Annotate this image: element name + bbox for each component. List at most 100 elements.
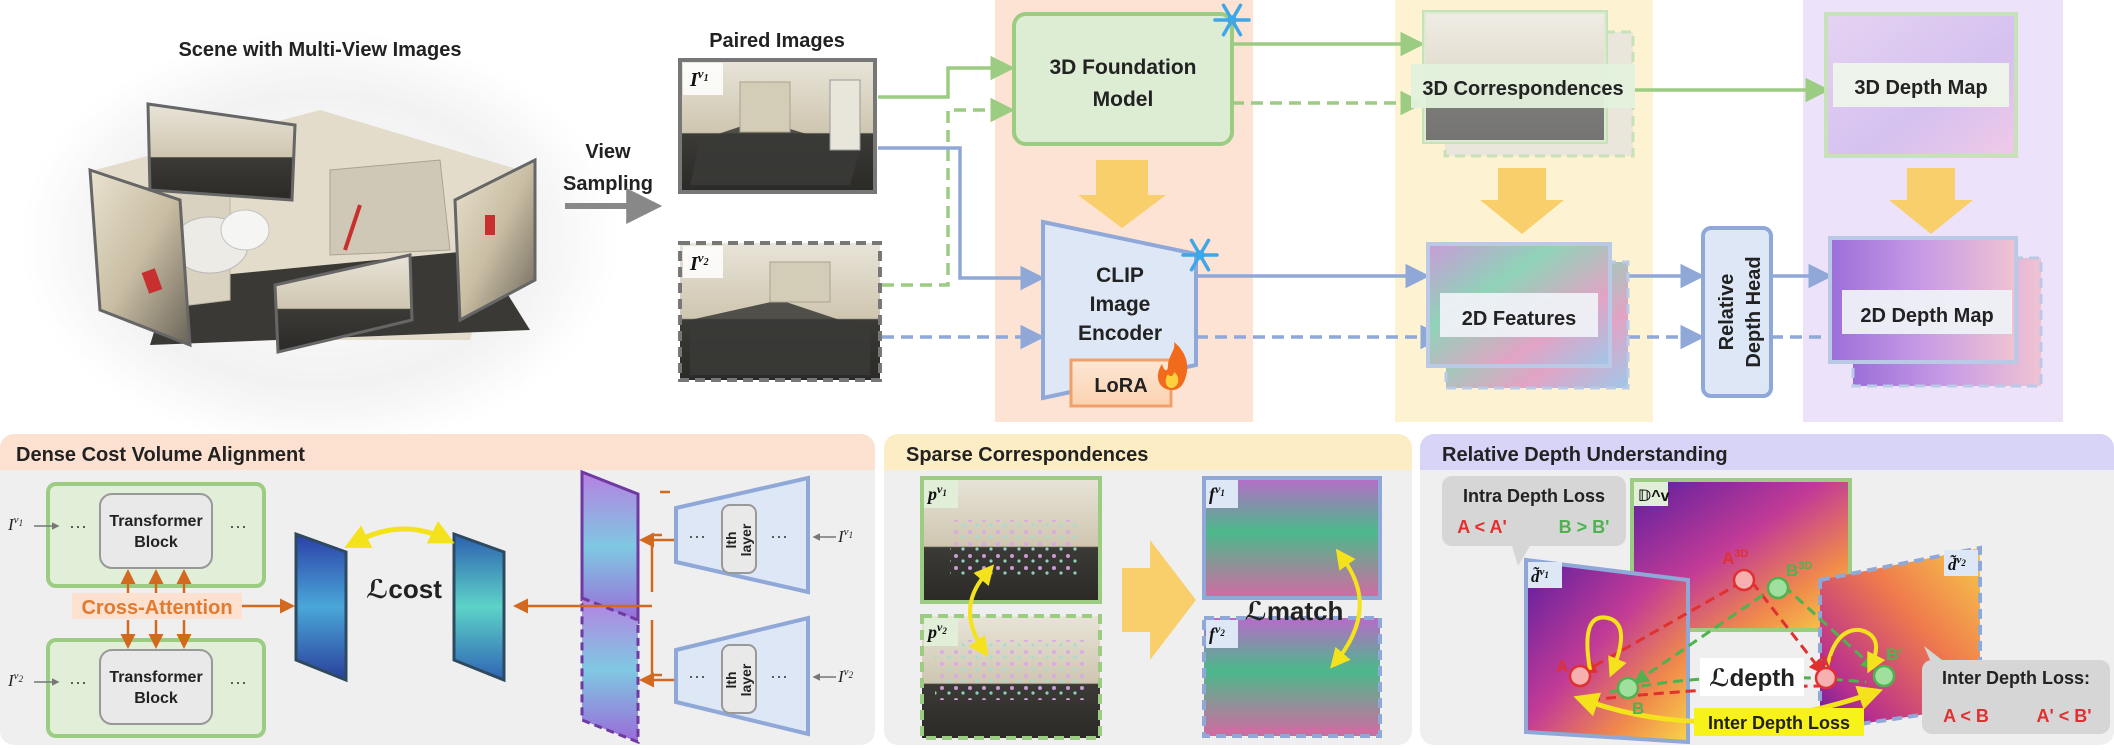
depth2d-label-bg: [1842, 290, 2012, 334]
transformer-block-bottom: [99, 649, 213, 725]
head-line-1: Relative: [1716, 274, 1738, 351]
transformer-block-top: [99, 493, 213, 569]
arrow-corr-down: [1480, 168, 1564, 234]
ellipsis-3: ···: [69, 672, 87, 692]
sparse-points-arrow: [968, 564, 995, 657]
intra-rule-b: B > B': [1559, 517, 1610, 537]
foundation-line-1: 3D Foundation: [1050, 56, 1197, 79]
panel-relative-depth: Relative Depth Understanding 𝔻^v d̃v1 d̃…: [1420, 434, 2114, 745]
inter-depth-loss-tag: [1694, 708, 1864, 736]
inter-rule-a: A < B: [1943, 706, 1989, 726]
supervision-arrows: [1078, 160, 1973, 234]
ellipsis-2: ···: [229, 516, 247, 536]
depth-map-3d: 3D Depth Map: [1824, 12, 2018, 158]
scene-view-top: [146, 102, 297, 202]
view-sampling-line-1: View: [585, 141, 631, 163]
panel-sparse-correspondences: Sparse Correspondences pv1 pv2 fv1 fv2 ℒ…: [884, 434, 1412, 745]
match-loss-label: ℒmatch: [1245, 596, 1344, 626]
intra-arrow-v1: [1585, 615, 1627, 678]
features-2d-label: 2D Features: [1462, 308, 1577, 330]
ellipsis-6: ···: [770, 526, 788, 546]
clip-line-3: Encoder: [1078, 322, 1162, 345]
foundation-line-2: Model: [1093, 88, 1154, 111]
view-sampling-line-2: Sampling: [563, 173, 653, 195]
top-flow-arrows: [878, 31, 1855, 350]
lora-label: LoRA: [1094, 375, 1147, 397]
lth-layer-bottom: [721, 644, 757, 714]
panel-relative-title: Relative Depth Understanding: [1442, 444, 1728, 466]
depth3d-label-bg: [1833, 63, 2009, 107]
cost-volume-right: [452, 531, 506, 683]
a-prime-label: A': [1818, 653, 1834, 672]
relative-depth-head-box: [1701, 226, 1773, 398]
scene-view-bottom: [273, 253, 414, 354]
cost-volume-left: [294, 531, 348, 683]
scene-title: Scene with Multi-View Images: [178, 39, 461, 61]
depth-map-3d-label: 3D Depth Map: [1854, 77, 1987, 99]
ellipsis-8: ···: [770, 666, 788, 686]
ellipsis-7: ···: [688, 666, 706, 686]
intra-loss-title: Intra Depth Loss: [1463, 486, 1605, 506]
fire-icon: [1157, 342, 1188, 390]
scene-view-right: [453, 157, 537, 323]
arrow-iv1-to-clip: [878, 146, 1045, 291]
lth-layer-top: [721, 504, 757, 574]
features-label-bg: [1440, 293, 1598, 337]
cost-loss-label: ℒcost: [366, 574, 442, 604]
snowflake-icon: [1213, 3, 1251, 37]
inter-rule-b: A' < B': [2036, 706, 2091, 726]
inter-loss-callout: [1922, 646, 2110, 734]
arrow-foundation-down: [1078, 160, 1166, 228]
b-label: B: [1632, 699, 1644, 718]
point-a-prime: [1814, 666, 1838, 690]
paired-image-v2: Iv2: [678, 241, 882, 382]
depth-map-2d-stack: 2D Depth Map: [1828, 236, 2043, 388]
point-a3d: [1732, 568, 1756, 592]
clip-line-2: Image: [1090, 293, 1151, 316]
depth-loss-label: ℒdepth: [1709, 665, 1795, 692]
clip-line-1: CLIP: [1096, 264, 1144, 287]
lth-layer-top-label: lthlayer: [723, 523, 754, 556]
inter-depth-loss-label: Inter Depth Loss: [1708, 713, 1850, 733]
cross-attention-label: Cross-Attention: [81, 597, 232, 619]
correspondences-3d-stack: 3D Correspondences: [1411, 10, 1635, 158]
paired-images-title: Paired Images: [709, 30, 845, 52]
arrow-iv2-to-foundation: [882, 97, 1015, 287]
correspondences-3d-label: 3D Correspondences: [1422, 78, 1623, 100]
point-b: [1616, 676, 1640, 700]
feature-map-bottom: [580, 595, 640, 745]
match-arrow: [1330, 548, 1362, 669]
cost-loss-arrow: [344, 520, 455, 548]
point-b-prime: [1872, 664, 1896, 688]
ellipsis-4: ···: [229, 672, 247, 692]
head-line-2: Depth Head: [1743, 256, 1765, 367]
lth-layer-bottom-label: lthlayer: [723, 663, 754, 696]
ellipsis-1: ···: [69, 516, 87, 536]
paired-image-v1: Iv1: [678, 58, 877, 194]
clip-encoder-trapezoid: [1041, 219, 1198, 401]
corr-label-bg: [1411, 64, 1635, 108]
a-label: A: [1556, 657, 1568, 676]
intra-rule-a: A < A': [1457, 517, 1506, 537]
point-a: [1568, 664, 1592, 688]
depth-loss-bg: [1700, 658, 1804, 696]
panel-sparse-title: Sparse Correspondences: [906, 444, 1148, 466]
arrow-depth-down: [1889, 168, 1973, 234]
sparse-flow-arrow: [1122, 540, 1196, 660]
features-2d-stack: 2D Features: [1426, 242, 1630, 390]
intra-loss-callout: [1442, 476, 1626, 566]
feature-map-top: [580, 469, 640, 625]
b-prime-label: B': [1886, 645, 1902, 664]
depth-map-2d-label: 2D Depth Map: [1860, 305, 1993, 327]
inter-loss-title: Inter Depth Loss:: [1942, 668, 2090, 688]
ellipsis-5: ···: [688, 526, 706, 546]
